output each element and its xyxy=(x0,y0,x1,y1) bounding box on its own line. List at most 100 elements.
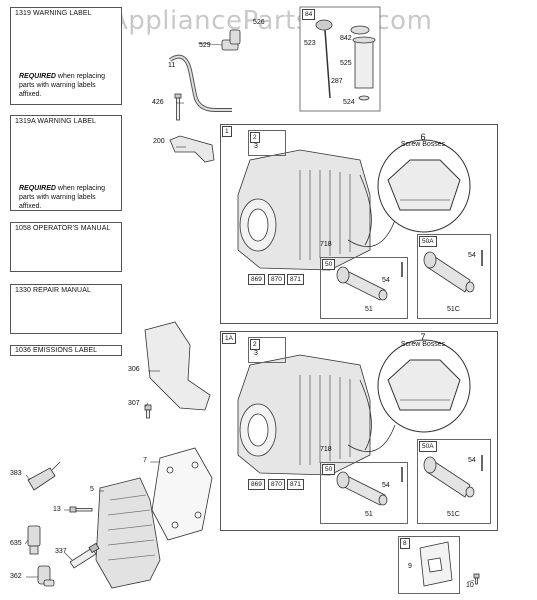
warning-word: WARNING xyxy=(47,22,81,29)
part-number-635: 635 xyxy=(10,540,22,547)
assembly-1-rod-50-part-51: 51 xyxy=(365,306,373,313)
kit-84-tag: 84 xyxy=(302,9,316,20)
part-number-362: 362 xyxy=(10,573,22,580)
part-number-383: 383 xyxy=(10,470,22,477)
part-10-screw xyxy=(473,573,480,585)
kit-8-part-9: 9 xyxy=(408,563,412,570)
part-383-tube xyxy=(27,461,61,491)
part-number-306: 306 xyxy=(128,366,140,373)
repair-manual-box: 1330 REPAIR MANUAL xyxy=(10,284,122,334)
assembly-1a-part-869: 869 xyxy=(248,479,265,490)
kit-8-gaskets xyxy=(419,541,453,587)
kit-84-part-523: 523 xyxy=(304,40,316,47)
warning-label-1319a-box: 1319A WARNING LABEL REQUIRED when replac… xyxy=(10,115,122,211)
part-306-heat-shield xyxy=(144,321,211,411)
kit-8-tag: 8 xyxy=(400,538,410,549)
assembly-1a-gasket-tag: 2 xyxy=(250,339,260,350)
assembly-1a-tag: 1A xyxy=(222,333,236,344)
required-word: REQUIRED xyxy=(19,185,56,192)
required-rest: when replacing parts with warning labels… xyxy=(19,185,105,210)
assembly-1a-rod-50a-part-54: 54 xyxy=(468,457,476,464)
part-7-gasket xyxy=(151,447,213,541)
assembly-1a-callout-circle xyxy=(377,339,471,433)
kit-8-box xyxy=(398,536,460,594)
assembly-1a-rod-50a-box xyxy=(417,439,491,524)
assembly-1a-gasket-part: 3 xyxy=(254,350,258,357)
part-number-11: 11 xyxy=(168,62,176,69)
part-number-526: 526 xyxy=(253,19,265,26)
assembly-1-rod-drawings xyxy=(336,250,483,301)
part-307-screw xyxy=(144,404,152,419)
emissions-label-box: 1036 EMISSIONS LABEL xyxy=(10,345,122,356)
assembly-1-box xyxy=(220,124,498,324)
part-635-fitting xyxy=(27,525,41,555)
assembly-1-part-870: 870 xyxy=(268,274,285,285)
part-5-cylinder-head xyxy=(95,477,161,589)
assembly-1a-part-718: 718 xyxy=(320,446,332,453)
assembly-1-callout-circle xyxy=(377,139,471,233)
assembly-1a-rod-50a-part-51c: 51C xyxy=(447,511,460,518)
part-200-bracket xyxy=(169,135,215,163)
operators-manual-box: 1058 OPERATOR'S MANUAL xyxy=(10,222,122,272)
assembly-1-gasket-box xyxy=(248,130,286,156)
kit-84-part-287: 287 xyxy=(331,78,343,85)
part-number-426: 426 xyxy=(152,99,164,106)
operators-manual-title: 1058 OPERATOR'S MANUAL xyxy=(15,225,111,232)
part-number-13: 13 xyxy=(53,506,61,513)
assembly-1-part-718: 718 xyxy=(320,241,332,248)
assembly-1-callout-label: 6 Screw Bosses xyxy=(398,133,448,149)
assembly-1a-rod-50-part-51: 51 xyxy=(365,511,373,518)
assembly-1-rod-50-part-54: 54 xyxy=(382,277,390,284)
assembly-1a-rod-50-tag: 50 xyxy=(322,464,336,475)
callout-number: 7 xyxy=(420,332,426,342)
assembly-1a-rod-50-box xyxy=(320,462,408,524)
assembly-1a-block-drawing xyxy=(237,354,396,476)
assembly-1-rod-50-tag: 50 xyxy=(322,259,336,270)
assembly-1a-part-871: 871 xyxy=(287,479,304,490)
emissions-label-title: 1036 EMISSIONS LABEL xyxy=(15,347,98,354)
part-number-337: 337 xyxy=(55,548,67,555)
part-number-5: 5 xyxy=(90,486,94,493)
part-number-10: 10 xyxy=(466,582,474,589)
warning-label-1319-note: REQUIRED when replacing parts with warni… xyxy=(19,72,119,99)
part-13-bolt xyxy=(69,506,93,513)
assembly-1-rod-50a-tag: 50A xyxy=(419,236,437,247)
assembly-1-rod-50a-part-54: 54 xyxy=(468,252,476,259)
part-number-307: 307 xyxy=(128,400,140,407)
assembly-1a-rod-50-part-54: 54 xyxy=(382,482,390,489)
kit-84-part-524: 524 xyxy=(343,99,355,106)
warning-label-1319-box: 1319 WARNING LABEL WARNING REQUIRED when… xyxy=(10,7,122,105)
warning-label-1319a-title: 1319A WARNING LABEL xyxy=(15,118,97,125)
part-11-dipstick-tube xyxy=(168,54,232,112)
warning-label-1319a-note: REQUIRED when replacing parts with warni… xyxy=(19,184,119,211)
callout-text: Screw Bosses xyxy=(400,141,446,148)
assembly-1-gasket-tag: 2 xyxy=(250,132,260,143)
part-362-boot xyxy=(37,565,55,587)
assembly-1-tag: 1 xyxy=(222,126,232,137)
warning-label-1319-title: 1319 WARNING LABEL xyxy=(15,10,92,17)
kit-84-drawing xyxy=(299,6,381,112)
part-529-elbow xyxy=(221,29,241,51)
assembly-1-rod-50a-part-51c: 51C xyxy=(447,306,460,313)
assembly-1-rod-50-box xyxy=(320,257,408,319)
assembly-1a-rod-50a-tag: 50A xyxy=(419,441,437,452)
assembly-1a-gasket-box xyxy=(248,337,286,363)
part-number-200: 200 xyxy=(153,138,165,145)
assembly-1-part-871: 871 xyxy=(287,274,304,285)
assembly-1a-rod-drawings xyxy=(336,455,483,506)
assembly-1a-callout-label: 7 Screw Bosses xyxy=(398,333,448,349)
part-number-529: 529 xyxy=(199,42,211,49)
part-337-spark-plug xyxy=(69,542,100,569)
kit-84-part-525: 525 xyxy=(340,60,352,67)
part-426-bolt xyxy=(174,93,182,121)
part-number-7: 7 xyxy=(143,457,147,464)
assembly-1a-box xyxy=(220,331,498,531)
repair-manual-title: 1330 REPAIR MANUAL xyxy=(15,287,91,294)
leader-lines xyxy=(24,42,475,583)
assembly-1-part-869: 869 xyxy=(248,274,265,285)
callout-text: Screw Bosses xyxy=(400,341,446,348)
required-word: REQUIRED xyxy=(19,73,56,80)
assembly-1-rod-50a-box xyxy=(417,234,491,319)
callout-number: 6 xyxy=(420,132,426,142)
kit-84-part-842: 842 xyxy=(340,35,352,42)
